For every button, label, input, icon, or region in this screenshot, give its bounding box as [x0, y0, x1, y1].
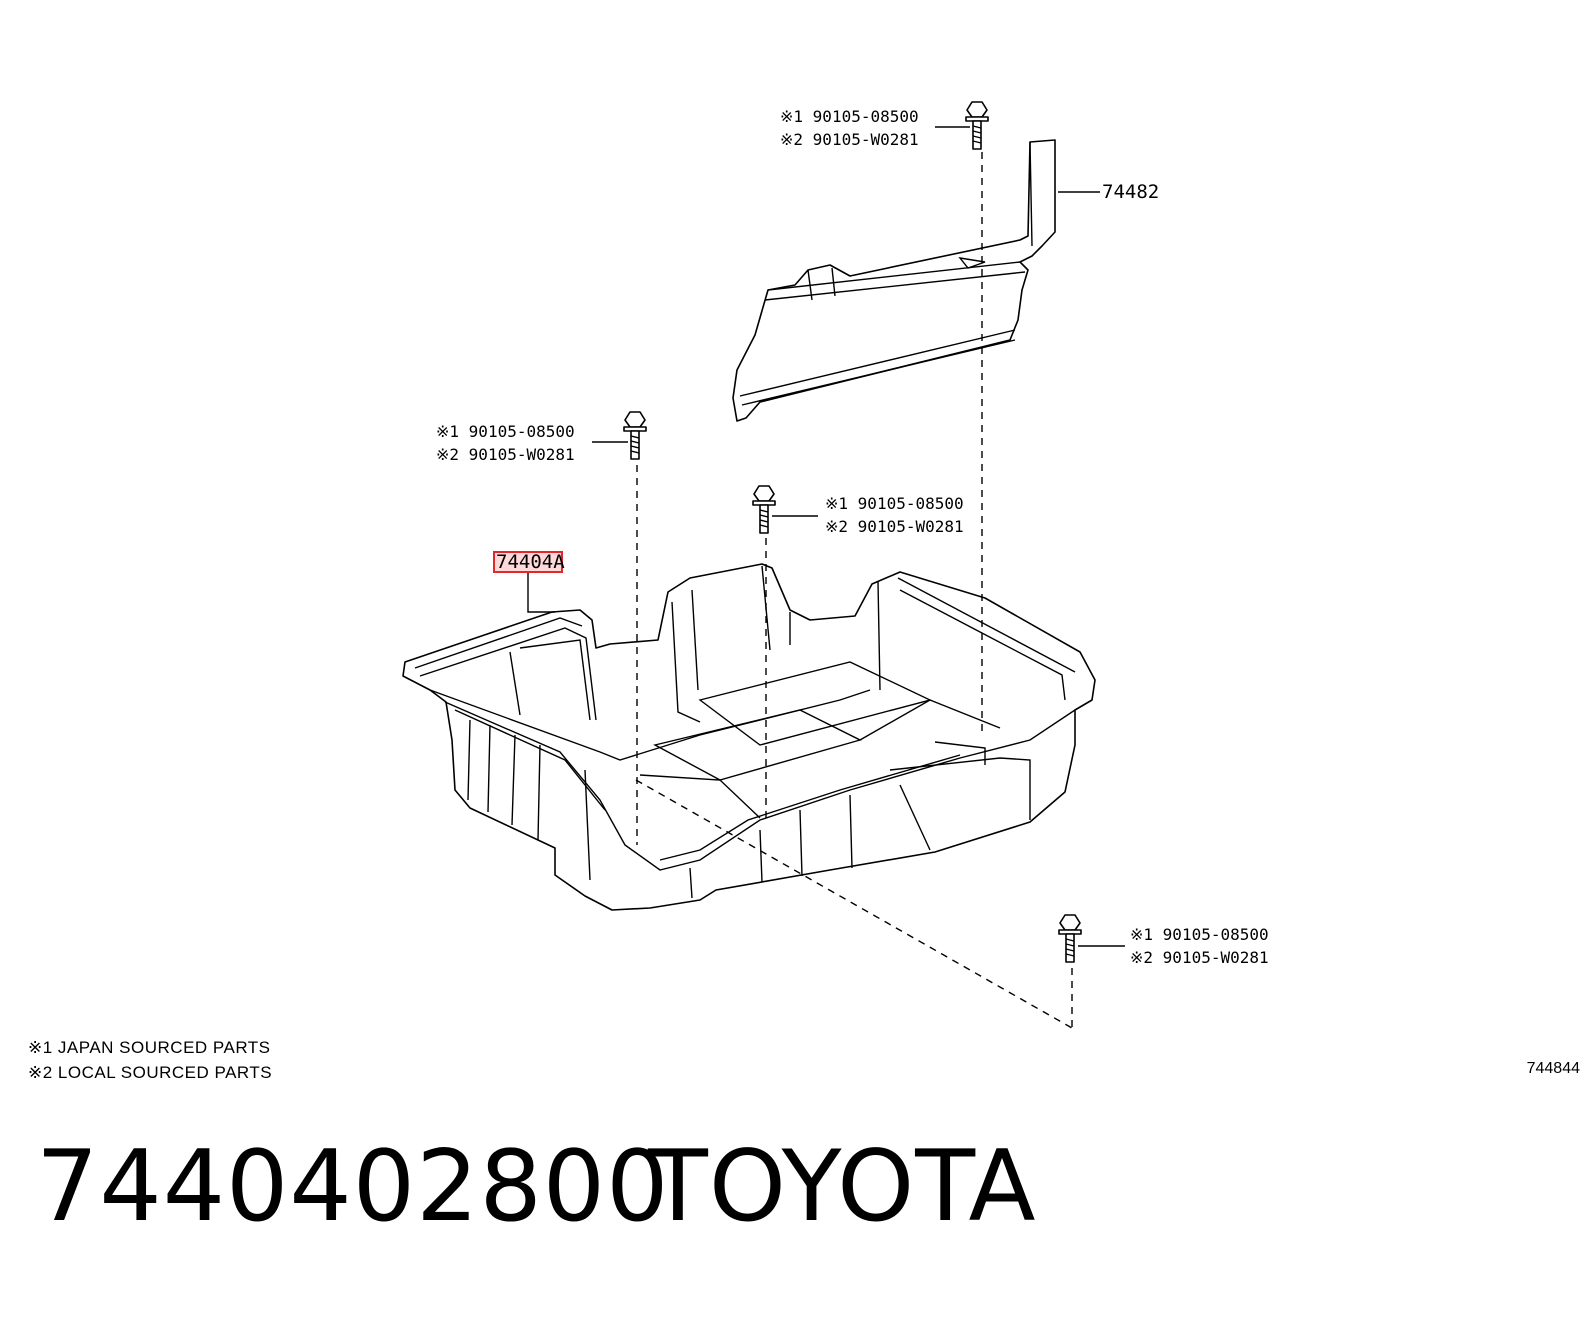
bolt-icon-bottom-right	[1058, 914, 1082, 963]
callout-middle-line1: ※1 90105-08500	[825, 494, 964, 513]
bolt-icon-middle	[752, 485, 776, 534]
callout-top-line2: ※2 90105-W0281	[780, 130, 919, 149]
label-74482: 74482	[1102, 181, 1159, 203]
callout-bottom-right-line2: ※2 90105-W0281	[1130, 948, 1269, 967]
callout-left-line2: ※2 90105-W0281	[436, 445, 575, 464]
callout-bottom-right-line1: ※1 90105-08500	[1130, 925, 1269, 944]
highlight-box-74404A	[493, 551, 563, 573]
dashed-mount-lines	[635, 152, 1073, 1029]
bracket-74482	[732, 139, 1056, 422]
note-local-sourced: ※2 LOCAL SOURCED PARTS	[28, 1063, 273, 1082]
bolt-icon-top	[965, 101, 989, 150]
part-number: 7440402800	[36, 1130, 670, 1244]
label-74404A: 74404A	[496, 551, 565, 573]
tray-74404A	[402, 563, 1096, 911]
leader-74404A	[527, 568, 555, 613]
callout-middle-line2: ※2 90105-W0281	[825, 517, 964, 536]
figure-number: 744844	[1526, 1060, 1580, 1077]
callout-left-line1: ※1 90105-08500	[436, 422, 575, 441]
brand-name: TOYOTA	[648, 1130, 1037, 1244]
callout-top-line1: ※1 90105-08500	[780, 107, 919, 126]
note-japan-sourced: ※1 JAPAN SOURCED PARTS	[28, 1038, 271, 1057]
bolt-icon-left	[623, 411, 647, 460]
